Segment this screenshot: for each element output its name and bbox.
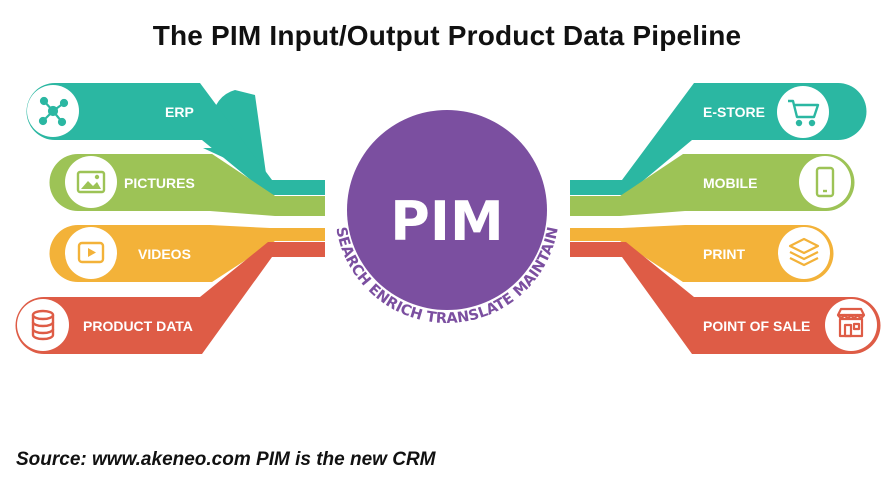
- output-label-print: PRINT: [703, 246, 745, 262]
- image-icon: [76, 170, 106, 194]
- output-label-point-of-sale: POINT OF SALE: [703, 318, 810, 334]
- input-band-pictures-tail: [210, 154, 325, 216]
- output-band-point-of-sale: POINT OF SALE: [570, 242, 881, 354]
- input-icon-circle-pictures: [65, 156, 117, 208]
- output-pill-mobile: [570, 154, 855, 216]
- output-label-mobile: MOBILE: [703, 175, 757, 191]
- input-label-pictures: PICTURES: [124, 175, 195, 191]
- input-pill-product-data: [15, 242, 326, 354]
- output-pill-point-of-sale: [570, 242, 881, 354]
- output-band-print: PRINT: [570, 225, 834, 282]
- output-icon-circle-mobile: [799, 156, 851, 208]
- output-pill-print: [570, 225, 834, 282]
- input-band-erp-shape: [203, 90, 325, 195]
- pim-hub-label: PIM: [390, 190, 503, 253]
- video-play-icon: [77, 241, 105, 264]
- network-nodes-icon: [38, 96, 69, 127]
- storefront-icon: [836, 307, 866, 338]
- input-pill-videos: [49, 225, 325, 282]
- diagram-title: The PIM Input/Output Product Data Pipeli…: [152, 20, 742, 51]
- input-band-product-data: PRODUCT DATA: [15, 242, 326, 354]
- input-band-erp: ERP: [26, 83, 325, 195]
- mobile-phone-icon: [815, 166, 835, 198]
- input-band-videos: VIDEOS: [49, 225, 325, 282]
- layers-stack-icon: [788, 237, 820, 267]
- pim-hub-circle: [347, 110, 547, 310]
- input-label-product-data: PRODUCT DATA: [83, 318, 193, 334]
- output-band-e-store: E-STORE: [570, 83, 867, 195]
- source-caption: Source: www.akeneo.com PIM is the new CR…: [16, 449, 436, 470]
- output-icon-circle-e-store: [777, 86, 829, 138]
- input-pill-erp: [26, 83, 325, 195]
- input-label-erp: ERP: [165, 104, 194, 120]
- output-band-mobile: MOBILE: [570, 154, 855, 216]
- input-label-videos: VIDEOS: [138, 246, 191, 262]
- shopping-cart-icon: [788, 99, 820, 127]
- output-label-e-store: E-STORE: [703, 104, 765, 120]
- input-band-pictures: PICTURES: [49, 154, 325, 216]
- database-icon: [31, 309, 55, 341]
